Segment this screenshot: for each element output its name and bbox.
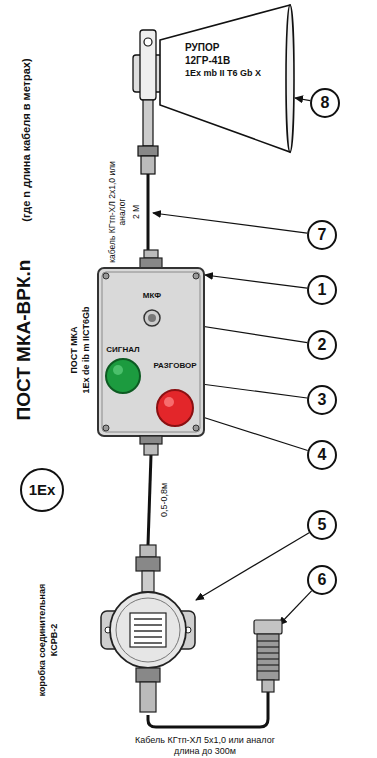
horn-outline xyxy=(110,4,295,174)
title-note: (где n длина кабеля в метрах) xyxy=(20,58,33,221)
cable-label: кабель КГтп-ХЛ 2х1,0 или аналог xyxy=(108,156,128,268)
part-label: КСРВ-2 xyxy=(49,624,59,656)
leader-line xyxy=(193,414,308,451)
cable-label: Кабель КГтп-ХЛ 5х1,0 или аналог xyxy=(135,735,275,745)
callout-number: 7 xyxy=(307,220,337,250)
callout-number: 7 xyxy=(318,226,327,244)
callout-number: 5 xyxy=(307,510,337,540)
connector-plug xyxy=(254,620,282,692)
leader-line xyxy=(279,591,312,625)
callout-number: 2 xyxy=(318,336,327,354)
horn-speaker: РУПОР12ГР-41В1Ex mb II T6 Gb X xyxy=(110,4,295,174)
callout-number: 6 xyxy=(307,565,337,595)
callout-number: 8 xyxy=(321,94,330,112)
cable-length: длина до 300м xyxy=(174,746,236,756)
callout-number: 3 xyxy=(318,391,327,409)
cable-length: 0,5-0,8м xyxy=(159,483,169,517)
part-label: коробка соединительная xyxy=(37,584,47,697)
ex-mark: 1Ex xyxy=(20,468,64,512)
callout-number: 3 xyxy=(307,385,337,415)
callout-number: 6 xyxy=(318,571,327,589)
callout-number: 8 xyxy=(310,88,340,118)
leader-arrow xyxy=(295,98,310,101)
leader-arrow xyxy=(205,275,307,288)
cable xyxy=(147,174,150,250)
cable-length: 2 М xyxy=(132,205,142,219)
part-label: СИГНАЛ xyxy=(106,345,139,354)
cable xyxy=(148,455,151,545)
callout-number: 1 xyxy=(318,281,327,299)
leader-arrow xyxy=(196,533,309,600)
part-label: ПОСТ МКА xyxy=(69,326,79,373)
part-label: РАЗГОВОР xyxy=(153,361,196,370)
part-label: МКФ xyxy=(143,291,161,300)
callout-number: 4 xyxy=(318,446,327,464)
callout-number: 5 xyxy=(318,516,327,534)
part-label: 1Ex de ib m IICT6Gb xyxy=(81,306,91,393)
control-post: ПОСТ МКА1Ex de ib m IICT6GbМКФСИГНАЛРАЗГ… xyxy=(97,250,205,455)
part-label: РУПОР xyxy=(185,42,219,54)
junction-box: коробка соединительнаяКСРВ-2 xyxy=(100,545,196,715)
callout-number: 1 xyxy=(307,275,337,305)
junction-outline xyxy=(100,545,196,715)
leader-line xyxy=(153,213,307,233)
cable xyxy=(148,692,268,727)
ex-label: 1Ex xyxy=(29,481,56,498)
part-label: 1Ex mb II T6 Gb X xyxy=(185,68,261,78)
callout-number: 2 xyxy=(307,330,337,360)
callout-number: 4 xyxy=(307,440,337,470)
part-label: 12ГР-41В xyxy=(185,55,230,67)
title: ПОСТ МКА-ВРК.n xyxy=(13,260,35,421)
